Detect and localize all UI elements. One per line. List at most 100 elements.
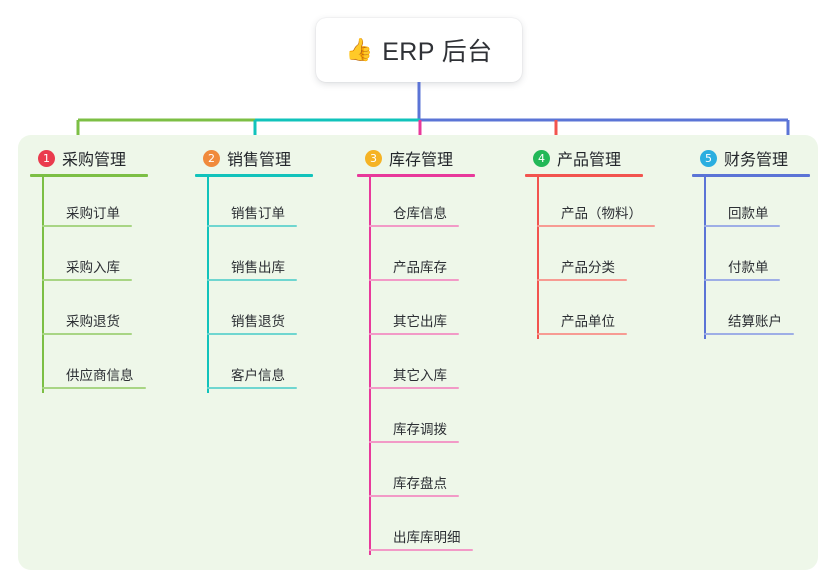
root-node[interactable]: 👍 ERP 后台 [316, 18, 522, 82]
branch-item-label: 销售订单 [231, 206, 285, 221]
branch-item-label: 销售出库 [231, 260, 285, 275]
branch-item[interactable]: 其它出库 [357, 285, 512, 339]
branch-item[interactable]: 产品库存 [357, 231, 512, 285]
branch-title-5: 财务管理 [724, 152, 789, 169]
branch-item-label: 其它出库 [393, 314, 447, 329]
branch-rule-2 [195, 174, 313, 177]
branch-header-3[interactable]: 3 库存管理 [357, 147, 512, 169]
branch-item[interactable]: 产品（物料） [525, 177, 690, 231]
branch-item-rule [369, 279, 459, 281]
branch-item-rule [704, 225, 780, 227]
branch-rule-4 [525, 174, 643, 177]
branch-item-label: 采购退货 [66, 314, 120, 329]
branch-column-1: 1 采购管理采购订单采购入库采购退货供应商信息 [30, 147, 180, 393]
branch-column-5: 5 财务管理回款单付款单结算账户 [692, 147, 832, 339]
branch-item[interactable]: 回款单 [692, 177, 832, 231]
branch-item-label: 销售退货 [231, 314, 285, 329]
branch-badge-5: 5 [700, 149, 717, 167]
branch-item-label: 产品库存 [393, 260, 447, 275]
branch-item[interactable]: 仓库信息 [357, 177, 512, 231]
branch-item-rule [537, 279, 627, 281]
branch-item-rule [704, 333, 794, 335]
branch-item[interactable]: 出库库明细 [357, 501, 512, 555]
branch-column-3: 3 库存管理仓库信息产品库存其它出库其它入库库存调拨库存盘点出库库明细 [357, 147, 512, 555]
branch-spine-5 [704, 177, 706, 339]
branch-title-2: 销售管理 [227, 152, 292, 169]
branch-header-5[interactable]: 5 财务管理 [692, 147, 832, 169]
branch-item-rule [369, 495, 459, 497]
branch-item[interactable]: 库存调拨 [357, 393, 512, 447]
branch-item-rule [207, 225, 297, 227]
branch-column-2: 2 销售管理销售订单销售出库销售退货客户信息 [195, 147, 345, 393]
branch-spine-1 [42, 177, 44, 393]
branch-item[interactable]: 销售退货 [195, 285, 345, 339]
branch-item[interactable]: 销售订单 [195, 177, 345, 231]
branch-item-label: 供应商信息 [66, 368, 134, 383]
branch-item-label: 付款单 [728, 260, 769, 275]
branch-item[interactable]: 采购订单 [30, 177, 180, 231]
branch-item-label: 库存盘点 [393, 476, 447, 491]
branch-item-rule [42, 279, 132, 281]
branch-item[interactable]: 付款单 [692, 231, 832, 285]
branch-item-label: 采购入库 [66, 260, 120, 275]
branch-item[interactable]: 采购入库 [30, 231, 180, 285]
branch-item-rule [537, 225, 655, 227]
branch-item[interactable]: 产品单位 [525, 285, 690, 339]
thumbs-up-icon: 👍 [345, 37, 374, 62]
branch-header-2[interactable]: 2 销售管理 [195, 147, 345, 169]
branch-item-label: 客户信息 [231, 368, 285, 383]
branch-spine-2 [207, 177, 209, 393]
branch-items-5: 回款单付款单结算账户 [692, 177, 832, 339]
branch-title-1: 采购管理 [62, 152, 127, 169]
branch-item[interactable]: 库存盘点 [357, 447, 512, 501]
branch-item-label: 产品单位 [561, 314, 615, 329]
branch-rule-5 [692, 174, 810, 177]
branch-badge-1: 1 [38, 149, 55, 167]
branch-item-label: 库存调拨 [393, 422, 447, 437]
branch-item-rule [207, 387, 297, 389]
branch-spine-3 [369, 177, 371, 555]
branch-item-rule [369, 441, 459, 443]
root-node-label: 👍 ERP 后台 [345, 32, 492, 68]
branch-item-label: 产品（物料） [561, 206, 642, 221]
branch-item-rule [207, 279, 297, 281]
branch-badge-2: 2 [203, 149, 220, 167]
branch-items-4: 产品（物料） 产品分类产品单位 [525, 177, 690, 339]
branch-item[interactable]: 采购退货 [30, 285, 180, 339]
branch-rule-3 [357, 174, 475, 177]
branch-items-3: 仓库信息产品库存其它出库其它入库库存调拨库存盘点出库库明细 [357, 177, 512, 555]
branch-item[interactable]: 其它入库 [357, 339, 512, 393]
branch-item[interactable]: 结算账户 [692, 285, 832, 339]
branch-rule-1 [30, 174, 148, 177]
branch-item-label: 仓库信息 [393, 206, 447, 221]
branch-item-rule [42, 387, 146, 389]
branch-title-3: 库存管理 [389, 152, 454, 169]
branch-items-1: 采购订单采购入库采购退货供应商信息 [30, 177, 180, 393]
branch-item-label: 产品分类 [561, 260, 615, 275]
branch-item-label: 结算账户 [728, 314, 782, 329]
branch-badge-4: 4 [533, 149, 550, 167]
branch-item-rule [704, 279, 780, 281]
branch-badge-3: 3 [365, 149, 382, 167]
branch-item[interactable]: 产品分类 [525, 231, 690, 285]
branch-item-rule [42, 333, 132, 335]
branch-item-rule [207, 333, 297, 335]
branch-item[interactable]: 供应商信息 [30, 339, 180, 393]
branch-item[interactable]: 销售出库 [195, 231, 345, 285]
branch-item-label: 其它入库 [393, 368, 447, 383]
branches-panel [18, 135, 818, 570]
branch-item-label: 出库库明细 [393, 530, 461, 545]
branch-header-1[interactable]: 1 采购管理 [30, 147, 180, 169]
branch-item[interactable]: 客户信息 [195, 339, 345, 393]
branch-item-rule [369, 225, 459, 227]
branch-item-label: 采购订单 [66, 206, 120, 221]
branch-item-rule [369, 333, 459, 335]
branch-item-label: 回款单 [728, 206, 769, 221]
branch-item-rule [537, 333, 627, 335]
branch-spine-4 [537, 177, 539, 339]
branch-item-rule [369, 387, 459, 389]
branch-items-2: 销售订单销售出库销售退货客户信息 [195, 177, 345, 393]
